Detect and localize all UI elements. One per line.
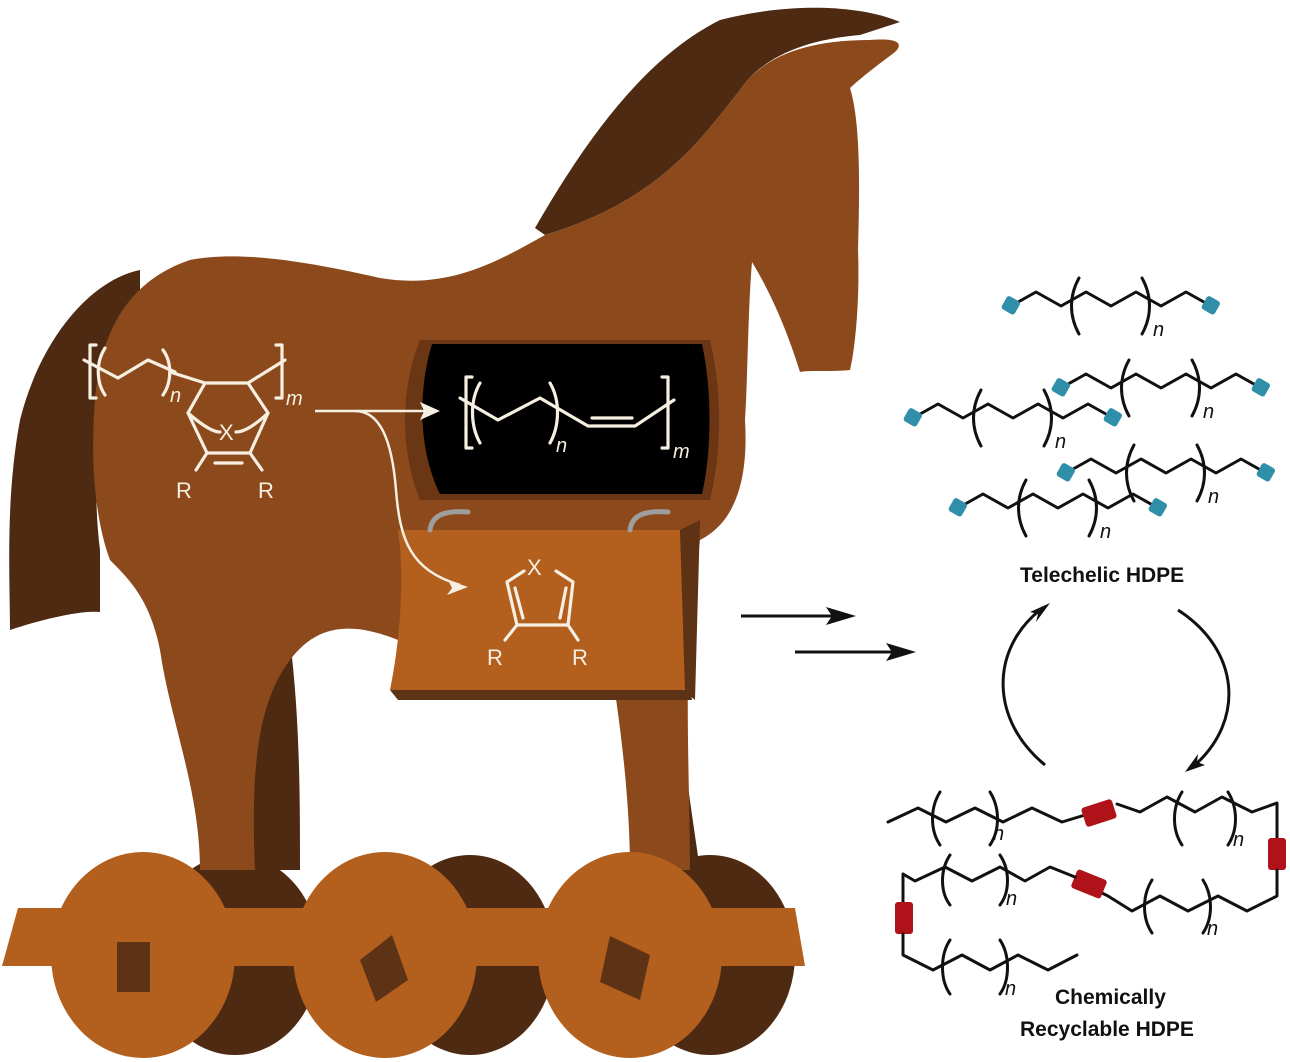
- n-subscript: n: [1208, 486, 1219, 508]
- telechelic-label: Telechelic HDPE: [1020, 564, 1184, 587]
- recyclable-label-line2: Recyclable HDPE: [1020, 1018, 1194, 1041]
- n-subscript: n: [1006, 888, 1017, 910]
- n-subscript: n: [1207, 918, 1218, 940]
- arrow-head-icon: [447, 580, 468, 595]
- telechelic-chains: n n n n n: [903, 276, 1275, 543]
- process-arrows: [741, 607, 916, 661]
- repeat-bracket: [1070, 276, 1081, 336]
- hatch-opening: [422, 344, 710, 494]
- chain-backbone: [911, 402, 1115, 420]
- end-group: [1201, 296, 1220, 315]
- cleavable-link: [1071, 869, 1107, 899]
- wheels: [51, 852, 722, 1058]
- n-subscript: n: [1203, 401, 1214, 423]
- end-group: [1103, 408, 1122, 427]
- repeat-bracket: [1042, 388, 1053, 448]
- n-subscript: n: [1005, 978, 1016, 1000]
- starting-m-subscript: m: [286, 388, 303, 410]
- arrow-head-icon: [1030, 603, 1050, 622]
- end-group: [1256, 463, 1275, 482]
- cleavable-link: [1081, 799, 1117, 827]
- n-subscript: n: [993, 823, 1004, 845]
- repeat-bracket: [1190, 358, 1201, 418]
- end-group: [1001, 296, 1020, 315]
- arrow-head-icon: [826, 607, 856, 625]
- starting-n-subscript: n: [170, 385, 181, 407]
- repeat-bracket: [1087, 478, 1098, 538]
- heteroatom-x: X: [527, 555, 542, 580]
- repeat-bracket: [972, 388, 983, 448]
- repeat-bracket: [1195, 443, 1206, 503]
- cycle-arrows: [1001, 603, 1231, 772]
- n-subscript: n: [1055, 431, 1066, 453]
- chain-backbone: [1064, 457, 1268, 475]
- white-arrows: [315, 402, 468, 595]
- hatch-polymer-structure: n m: [458, 375, 690, 463]
- heterocycle-r-left: R: [487, 645, 503, 670]
- starting-polymer-structure: n X R R m: [82, 343, 303, 503]
- hatch-m-subscript: m: [673, 441, 690, 463]
- n-subscript: n: [1100, 521, 1111, 543]
- arrow-head-icon: [420, 402, 440, 420]
- cleavable-link: [895, 902, 913, 934]
- end-group: [1148, 498, 1167, 517]
- cleavable-link: [1268, 838, 1286, 870]
- end-group: [903, 408, 922, 427]
- recyclable-label-line1: Chemically: [1055, 986, 1166, 1009]
- chain-backbone: [1009, 290, 1213, 308]
- arrow-head-icon: [1185, 754, 1205, 772]
- repeat-bracket: [1017, 478, 1028, 538]
- repeat-bracket: [1125, 443, 1136, 503]
- arrow-head-icon: [886, 643, 916, 661]
- repeat-bracket: [1120, 358, 1131, 418]
- n-subscript: n: [1233, 829, 1244, 851]
- substituent-r-left: R: [176, 478, 192, 503]
- chain-backbone: [1059, 372, 1263, 390]
- n-subscript: n: [1153, 319, 1164, 341]
- end-group: [1251, 378, 1270, 397]
- recyclable-chain: n n n n n: [886, 790, 1286, 1000]
- repeat-bracket: [1140, 276, 1151, 336]
- bridge-atom-x: X: [219, 420, 234, 445]
- heterocycle-r-right: R: [572, 645, 588, 670]
- substituent-r-right: R: [258, 478, 274, 503]
- end-group: [1051, 378, 1070, 397]
- heterocycle-structure: X R R: [487, 555, 588, 670]
- trapdoor: [390, 509, 700, 700]
- end-group: [1056, 463, 1075, 482]
- chain-backbone: [956, 492, 1160, 510]
- end-group: [948, 498, 967, 517]
- hatch-n-subscript: n: [556, 435, 567, 457]
